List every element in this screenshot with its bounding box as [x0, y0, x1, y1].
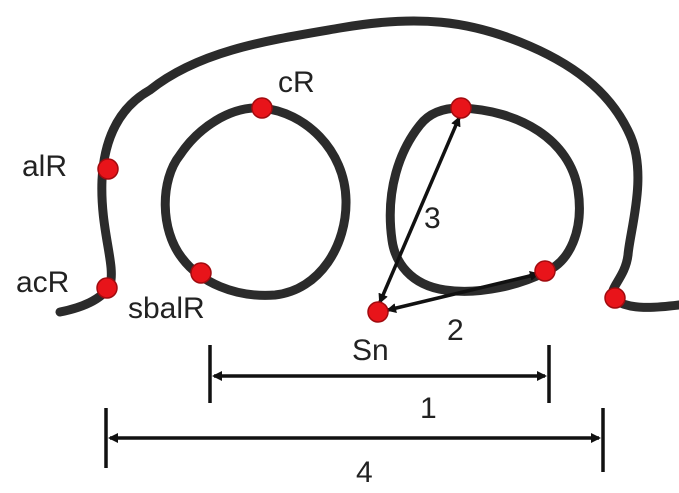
label-measure-2: 2: [447, 314, 464, 347]
label-measure-1: 1: [420, 392, 437, 425]
landmark-Sn-point: [367, 301, 389, 323]
left-nostril-outline: [160, 103, 351, 300]
label-Sn: Sn: [352, 334, 389, 367]
landmark-acR-point: [96, 277, 118, 299]
landmark-cR-point: [251, 97, 273, 119]
nose-outline: [55, 16, 679, 317]
measure-2-arrow: [386, 271, 540, 313]
right-nostril-lateral-point: [534, 260, 556, 282]
landmark-alR-point: [97, 158, 119, 180]
right-alar-base-point: [604, 287, 626, 309]
right-nostril-top-point: [450, 97, 472, 119]
label-sbalR: sbalR: [128, 292, 205, 325]
label-measure-4: 4: [356, 456, 373, 489]
label-cR: cR: [278, 66, 315, 99]
label-acR: acR: [16, 266, 69, 299]
label-measure-3: 3: [424, 202, 441, 235]
label-alR: alR: [22, 150, 67, 183]
landmark-sbalR-point: [190, 262, 212, 284]
measure-3-arrow: [378, 116, 461, 304]
